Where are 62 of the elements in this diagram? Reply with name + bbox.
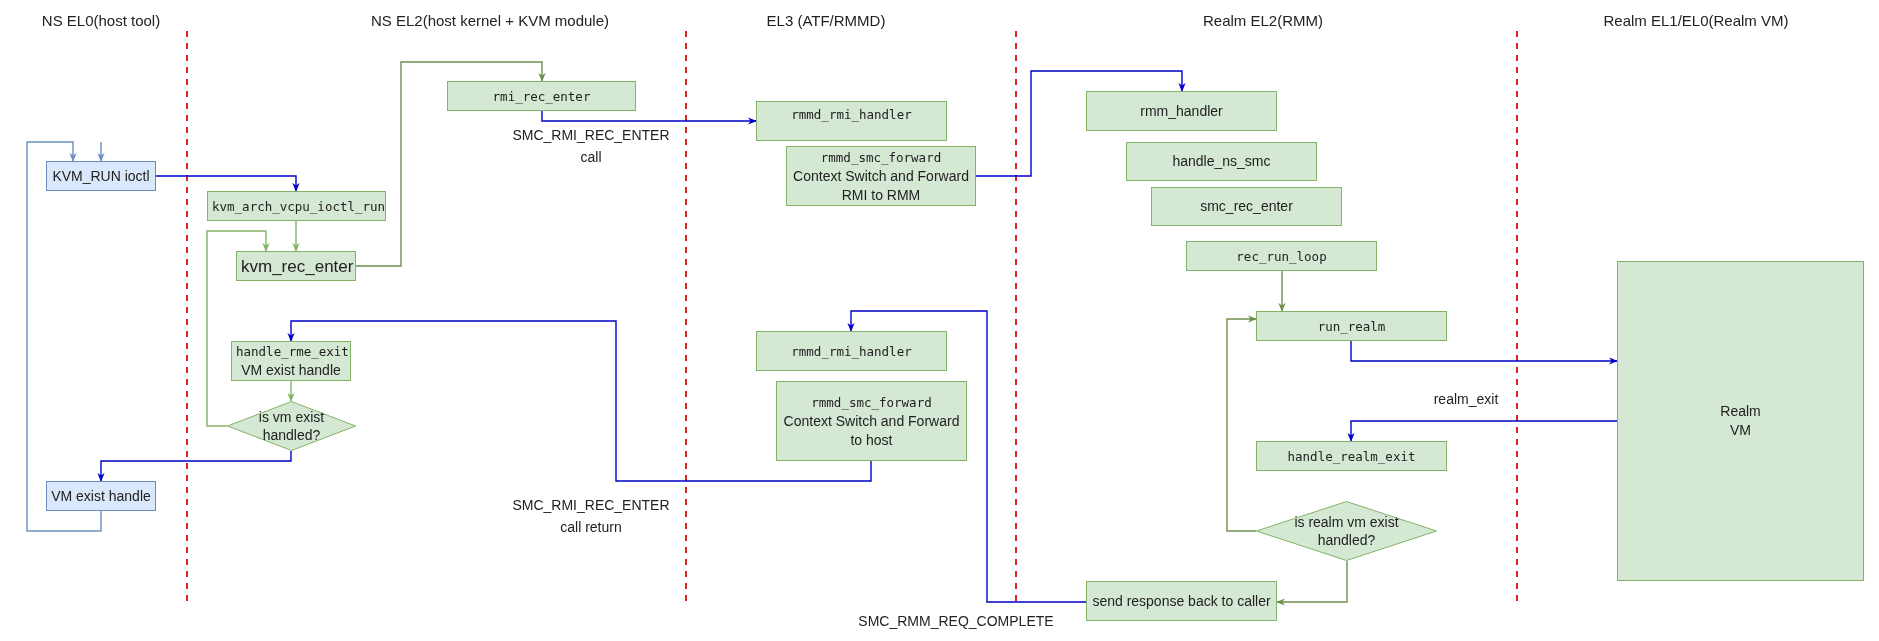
process-box	[1086, 91, 1277, 131]
column-heading: Realm EL2(RMM)	[1203, 12, 1323, 29]
node-label: VM exist handle	[241, 361, 341, 380]
node-label: rmmd_rmi_handler	[791, 106, 912, 124]
arrow	[1276, 560, 1348, 606]
process-box	[776, 381, 967, 461]
process-box	[1126, 142, 1317, 181]
arrow	[847, 310, 1087, 603]
node-label: handle_rme_exit	[236, 343, 346, 361]
node-label: rmmd_rmi_handler	[791, 342, 912, 361]
arrow	[975, 70, 1186, 177]
node-label: handle_realm_exit	[1287, 447, 1416, 466]
process-box	[447, 81, 636, 111]
arrow	[1350, 340, 1618, 365]
process-box	[756, 331, 947, 371]
process-box	[231, 341, 351, 381]
node-label: rec_run_loop	[1236, 247, 1327, 266]
process-box	[1256, 311, 1447, 341]
node-label: Context Switch and Forward RMI to RMM	[792, 166, 970, 205]
arrow	[292, 220, 300, 252]
decision-diamond	[1256, 501, 1437, 561]
node-label: is vm exist handled?	[257, 408, 326, 444]
arrow	[1226, 315, 1257, 532]
node-label: rmmd_smc_forward	[811, 393, 932, 412]
process-box	[1256, 441, 1447, 471]
node-label: send response back to caller	[1092, 591, 1271, 611]
arrow	[1347, 420, 1618, 442]
arrow	[97, 450, 292, 482]
node-label: run_realm	[1317, 317, 1386, 336]
arrow	[355, 61, 546, 267]
process-box	[46, 161, 156, 191]
node-label: rmi_rec_enter	[492, 87, 591, 106]
column-heading: NS EL2(host kernel + KVM module)	[371, 12, 609, 29]
node-label: Context Switch and Forward to host	[782, 411, 961, 450]
arrow	[541, 110, 757, 125]
node-label: rmmd_smc_forward	[820, 148, 942, 167]
decision-diamond	[227, 401, 356, 451]
process-box	[1086, 581, 1277, 621]
column-heading: Realm EL1/EL0(Realm VM)	[1603, 12, 1789, 29]
process-box	[786, 146, 976, 206]
free-arrow	[97, 141, 105, 162]
node-label: Realm VM	[1719, 402, 1762, 440]
column-heading: NS EL0(host tool)	[41, 12, 161, 29]
process-box	[1186, 241, 1377, 271]
process-box	[1151, 187, 1342, 226]
vm-box	[1617, 261, 1864, 581]
node-label: rmm_handler	[1140, 101, 1223, 121]
process-box	[756, 101, 947, 141]
node-label: kvm_rec_enter	[241, 256, 351, 276]
column-heading: EL3 (ATF/RMMD)	[766, 12, 886, 29]
node-label: KVM_RUN ioctl	[52, 166, 150, 186]
node-label: smc_rec_enter	[1200, 197, 1293, 216]
arrow	[26, 141, 102, 532]
process-box	[207, 191, 386, 221]
arrow	[155, 175, 300, 192]
node-label: is realm vm exist handled?	[1293, 513, 1400, 549]
arrow	[287, 380, 295, 402]
arrow	[287, 320, 872, 482]
arrow	[1278, 270, 1286, 312]
node-label: handle_ns_smc	[1172, 152, 1271, 171]
node-label: VM exist handle	[51, 486, 151, 506]
arrow	[206, 230, 270, 427]
